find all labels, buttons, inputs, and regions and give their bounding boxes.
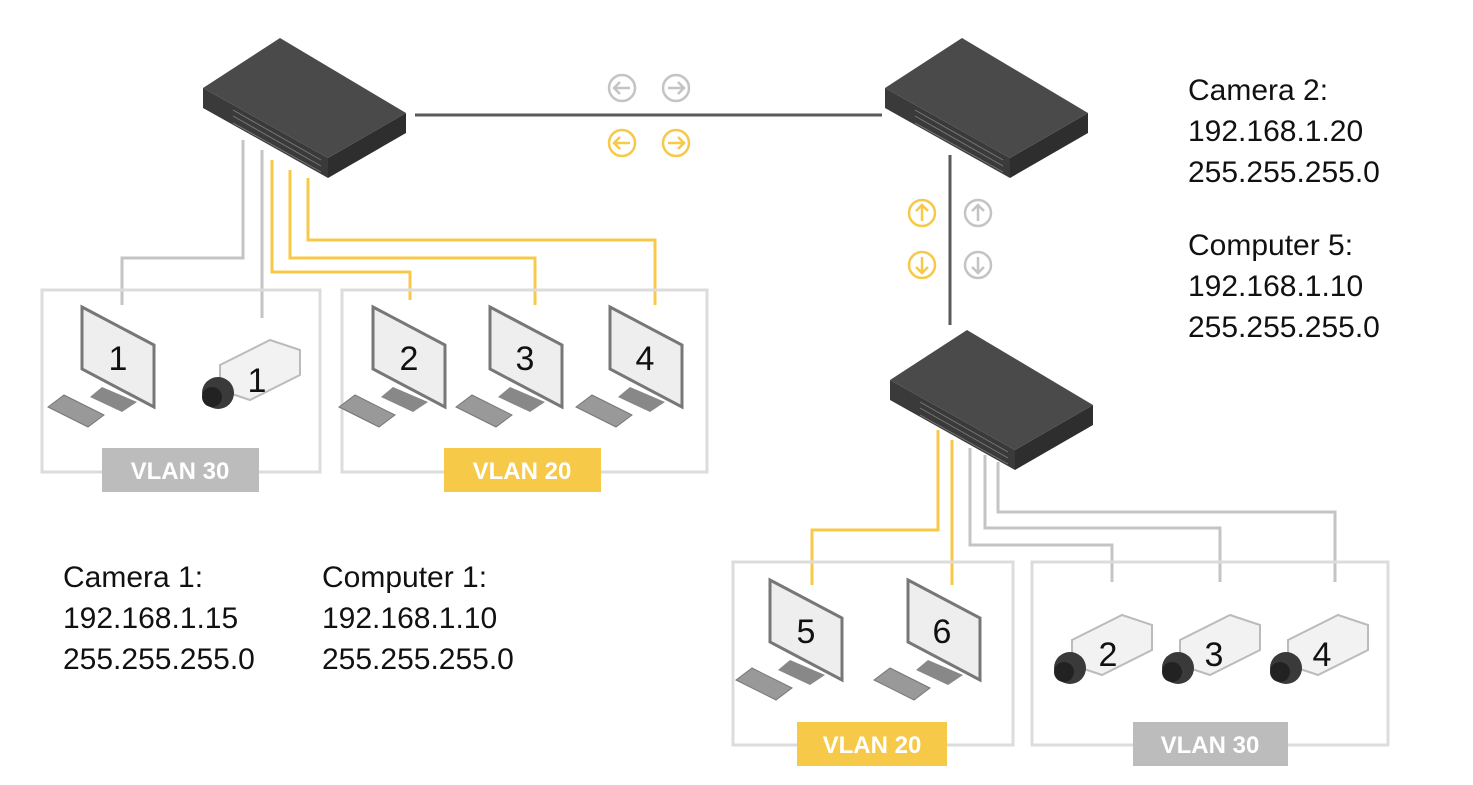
svg-text:5: 5 — [797, 613, 816, 651]
cable-camera-3 — [983, 455, 1222, 582]
computer1-info: Computer 1: 192.168.1.10 255.255.255.0 — [322, 561, 514, 676]
network-switch-icon — [889, 329, 1094, 471]
computer-6: 6 — [872, 578, 982, 702]
monitor-icon — [734, 578, 844, 702]
svg-text:1: 1 — [109, 340, 128, 378]
monitor-icon — [574, 305, 684, 429]
cable-camera-4 — [996, 462, 1337, 582]
svg-text:2: 2 — [400, 340, 419, 378]
svg-text:1: 1 — [248, 362, 267, 400]
traffic-arrows — [607, 73, 993, 280]
arrow-right-circle-icon — [661, 73, 691, 103]
svg-text:VLAN 30: VLAN 30 — [1161, 732, 1260, 759]
svg-text:255.255.255.0: 255.255.255.0 — [322, 643, 514, 676]
arrow-right-circle-icon — [661, 128, 691, 158]
camera-1: 1 — [201, 339, 301, 410]
monitor-icon — [454, 305, 564, 429]
svg-text:VLAN 30: VLAN 30 — [131, 458, 230, 485]
svg-text:4: 4 — [636, 340, 655, 378]
svg-text:3: 3 — [516, 340, 535, 378]
svg-text:Computer 5:: Computer 5: — [1188, 229, 1353, 262]
cable-computer-3 — [288, 170, 537, 305]
svg-text:4: 4 — [1313, 636, 1332, 674]
cables — [120, 113, 1337, 585]
cable-computer-5 — [810, 430, 940, 585]
camera2-info: Camera 2: 192.168.1.20 255.255.255.0 — [1188, 74, 1380, 189]
svg-text:255.255.255.0: 255.255.255.0 — [63, 643, 255, 676]
svg-text:192.168.1.20: 192.168.1.20 — [1188, 115, 1363, 148]
cable-computer-4 — [306, 178, 657, 305]
arrow-down-circle-icon — [907, 250, 937, 280]
vlan30-left-label: VLAN 30 — [102, 448, 259, 492]
computer-1: 1 — [46, 305, 156, 429]
arrow-up-circle-icon — [907, 198, 937, 228]
svg-text:Camera 2:: Camera 2: — [1188, 74, 1328, 107]
computer-2: 2 — [337, 305, 447, 429]
svg-text:Camera 1:: Camera 1: — [63, 561, 203, 594]
computer-4: 4 — [574, 305, 684, 429]
arrow-left-circle-icon — [607, 128, 637, 158]
arrow-down-circle-icon — [963, 250, 993, 280]
monitor-icon — [337, 305, 447, 429]
svg-text:VLAN 20: VLAN 20 — [823, 732, 922, 759]
svg-text:192.168.1.10: 192.168.1.10 — [322, 602, 497, 635]
svg-text:255.255.255.0: 255.255.255.0 — [1188, 311, 1380, 344]
vlan20-left-label: VLAN 20 — [444, 448, 601, 492]
camera-4: 4 — [1269, 614, 1369, 685]
computer-5: 5 — [734, 578, 844, 702]
svg-text:192.168.1.10: 192.168.1.10 — [1188, 270, 1363, 303]
monitor-icon — [872, 578, 982, 702]
arrow-left-circle-icon — [607, 73, 637, 103]
camera-3: 3 — [1161, 614, 1261, 685]
camera-2: 2 — [1053, 614, 1153, 685]
camera1-info: Camera 1: 192.168.1.15 255.255.255.0 — [63, 561, 255, 676]
cable-computer-1 — [120, 140, 245, 305]
computer-3: 3 — [454, 305, 564, 429]
cable-computer-2 — [270, 160, 412, 300]
vlan20-bottom-label: VLAN 20 — [797, 722, 947, 766]
monitor-icon — [46, 305, 156, 429]
svg-text:6: 6 — [933, 613, 952, 651]
computer5-info: Computer 5: 192.168.1.10 255.255.255.0 — [1188, 229, 1380, 344]
svg-text:255.255.255.0: 255.255.255.0 — [1188, 156, 1380, 189]
svg-text:Computer 1:: Computer 1: — [322, 561, 487, 594]
svg-text:VLAN 20: VLAN 20 — [473, 458, 572, 485]
svg-text:192.168.1.15: 192.168.1.15 — [63, 602, 238, 635]
network-switch-icon — [202, 37, 407, 179]
network-switch-icon — [884, 37, 1089, 179]
svg-text:3: 3 — [1205, 636, 1224, 674]
svg-text:2: 2 — [1099, 636, 1118, 674]
vlan30-bottom-label: VLAN 30 — [1133, 722, 1288, 766]
arrow-up-circle-icon — [963, 198, 993, 228]
